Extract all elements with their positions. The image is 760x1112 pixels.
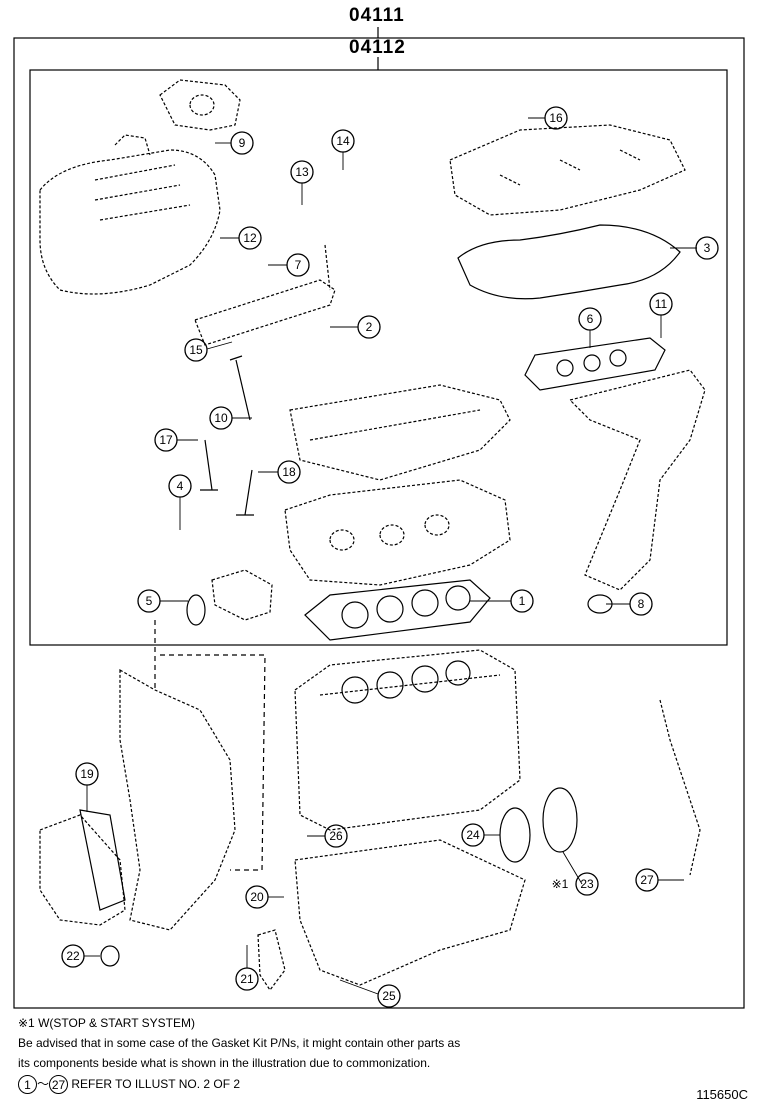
callout-4: 4 bbox=[168, 474, 192, 498]
oil-pan-drawing bbox=[294, 839, 526, 986]
valve-intake-drawing bbox=[229, 355, 251, 421]
callout-9: 9 bbox=[230, 131, 254, 155]
dipstick-drawing bbox=[659, 699, 701, 876]
timing-cover-drawing bbox=[119, 668, 236, 931]
svg-text:16: 16 bbox=[549, 111, 563, 125]
svg-text:27: 27 bbox=[640, 873, 654, 887]
seal-23-drawing bbox=[542, 787, 578, 853]
water-pump-gasket-drawing bbox=[79, 809, 126, 911]
svg-text:8: 8 bbox=[638, 597, 645, 611]
exhaust-gasket-ports bbox=[556, 349, 627, 377]
throttle-body-drawing bbox=[159, 79, 241, 131]
svg-text:17: 17 bbox=[159, 433, 173, 447]
valve-exhaust-drawing-2 bbox=[236, 469, 254, 516]
exhaust-gasket-drawing bbox=[524, 337, 666, 391]
callout-14: 14 bbox=[331, 129, 355, 153]
head-cover-gasket-drawing bbox=[457, 224, 681, 300]
callout-5: 5 bbox=[137, 589, 161, 613]
block-bores bbox=[341, 660, 471, 704]
callout-18: 18 bbox=[277, 460, 301, 484]
cam-housing-drawing bbox=[289, 384, 511, 481]
callout-23: ※1 23 bbox=[552, 872, 599, 896]
callout-7: 7 bbox=[286, 253, 310, 277]
head-gasket-drawing bbox=[304, 579, 491, 641]
svg-text:15: 15 bbox=[189, 343, 203, 357]
callout-24: 24 bbox=[461, 823, 485, 847]
inner-kit-frame bbox=[29, 69, 728, 646]
callout-12: 12 bbox=[238, 226, 262, 250]
figure-id: 115650C bbox=[696, 1087, 748, 1102]
svg-text:24: 24 bbox=[466, 828, 480, 842]
callout-10: 10 bbox=[209, 406, 233, 430]
intake-manifold-drawing bbox=[39, 134, 221, 295]
svg-text:3: 3 bbox=[704, 241, 711, 255]
fuel-rail-drawing bbox=[194, 244, 336, 346]
svg-text:19: 19 bbox=[80, 767, 94, 781]
callout-26: 26 bbox=[324, 824, 348, 848]
svg-text:※1: ※1 bbox=[552, 877, 569, 891]
range-separator: ～ bbox=[37, 1077, 50, 1091]
refer-note-text: REFER TO ILLUST NO. 2 OF 2 bbox=[71, 1077, 241, 1091]
svg-text:5: 5 bbox=[146, 594, 153, 608]
cylinder-block-drawing bbox=[294, 649, 521, 831]
cylinder-head-drawing bbox=[284, 479, 511, 586]
svg-text:22: 22 bbox=[66, 949, 80, 963]
callout-13: 13 bbox=[290, 160, 314, 184]
svg-text:2: 2 bbox=[366, 320, 373, 334]
seal-22-drawing bbox=[100, 945, 120, 967]
callout-21: 21 bbox=[235, 967, 259, 991]
callout-25: 25 bbox=[377, 984, 401, 1008]
callout-6: 6 bbox=[578, 307, 602, 331]
commonization-note-line1: Be advised that in some case of the Gask… bbox=[18, 1036, 461, 1050]
seal-24-drawing bbox=[499, 807, 531, 863]
kit-code-inner: 04112 bbox=[349, 37, 406, 58]
refer-note: 1～27 REFER TO ILLUST NO. 2 OF 2 bbox=[18, 1075, 241, 1095]
svg-text:26: 26 bbox=[329, 829, 343, 843]
svg-text:12: 12 bbox=[243, 231, 257, 245]
svg-text:7: 7 bbox=[295, 258, 302, 272]
kit-code-outer: 04111 bbox=[349, 5, 405, 26]
svg-text:11: 11 bbox=[655, 297, 668, 311]
svg-text:25: 25 bbox=[382, 989, 396, 1003]
callout-2: 2 bbox=[357, 315, 381, 339]
exhaust-manifold-drawing bbox=[568, 369, 706, 591]
svg-text:10: 10 bbox=[214, 411, 228, 425]
head-cover-drawing bbox=[449, 124, 686, 216]
svg-text:14: 14 bbox=[336, 134, 350, 148]
range-start-circle: 1 bbox=[18, 1075, 37, 1095]
callout-11: 11 bbox=[649, 292, 673, 316]
svg-text:20: 20 bbox=[250, 890, 264, 904]
svg-text:13: 13 bbox=[295, 165, 309, 179]
seal-5-drawing bbox=[186, 594, 206, 626]
callout-8: 8 bbox=[629, 592, 653, 616]
svg-text:1: 1 bbox=[519, 594, 526, 608]
outer-kit-frame bbox=[13, 37, 745, 1009]
callout-17: 17 bbox=[154, 428, 178, 452]
commonization-note-line2: its components beside what is shown in t… bbox=[18, 1056, 431, 1070]
water-pump-drawing bbox=[39, 814, 126, 926]
callout-16: 16 bbox=[544, 106, 568, 130]
svg-text:23: 23 bbox=[580, 877, 594, 891]
svg-text:4: 4 bbox=[177, 479, 184, 493]
svg-text:21: 21 bbox=[240, 972, 254, 986]
oil-bracket-drawing bbox=[257, 929, 286, 992]
callout-19: 19 bbox=[75, 762, 99, 786]
callout-22: 22 bbox=[61, 944, 85, 968]
water-inlet-drawing bbox=[211, 569, 273, 621]
valve-exhaust-drawing-1 bbox=[200, 439, 218, 491]
svg-text:9: 9 bbox=[239, 136, 246, 150]
footnote-stop-start: ※1 W(STOP & START SYSTEM) bbox=[18, 1016, 195, 1030]
callout-3: 3 bbox=[695, 236, 719, 260]
svg-text:18: 18 bbox=[282, 465, 296, 479]
svg-text:6: 6 bbox=[587, 312, 594, 326]
callout-1: 1 bbox=[510, 589, 534, 613]
callout-27: 27 bbox=[635, 868, 659, 892]
range-end-circle: 27 bbox=[49, 1075, 69, 1095]
callout-15: 15 bbox=[184, 338, 208, 362]
head-gasket-bores bbox=[341, 585, 471, 629]
callout-20: 20 bbox=[245, 885, 269, 909]
